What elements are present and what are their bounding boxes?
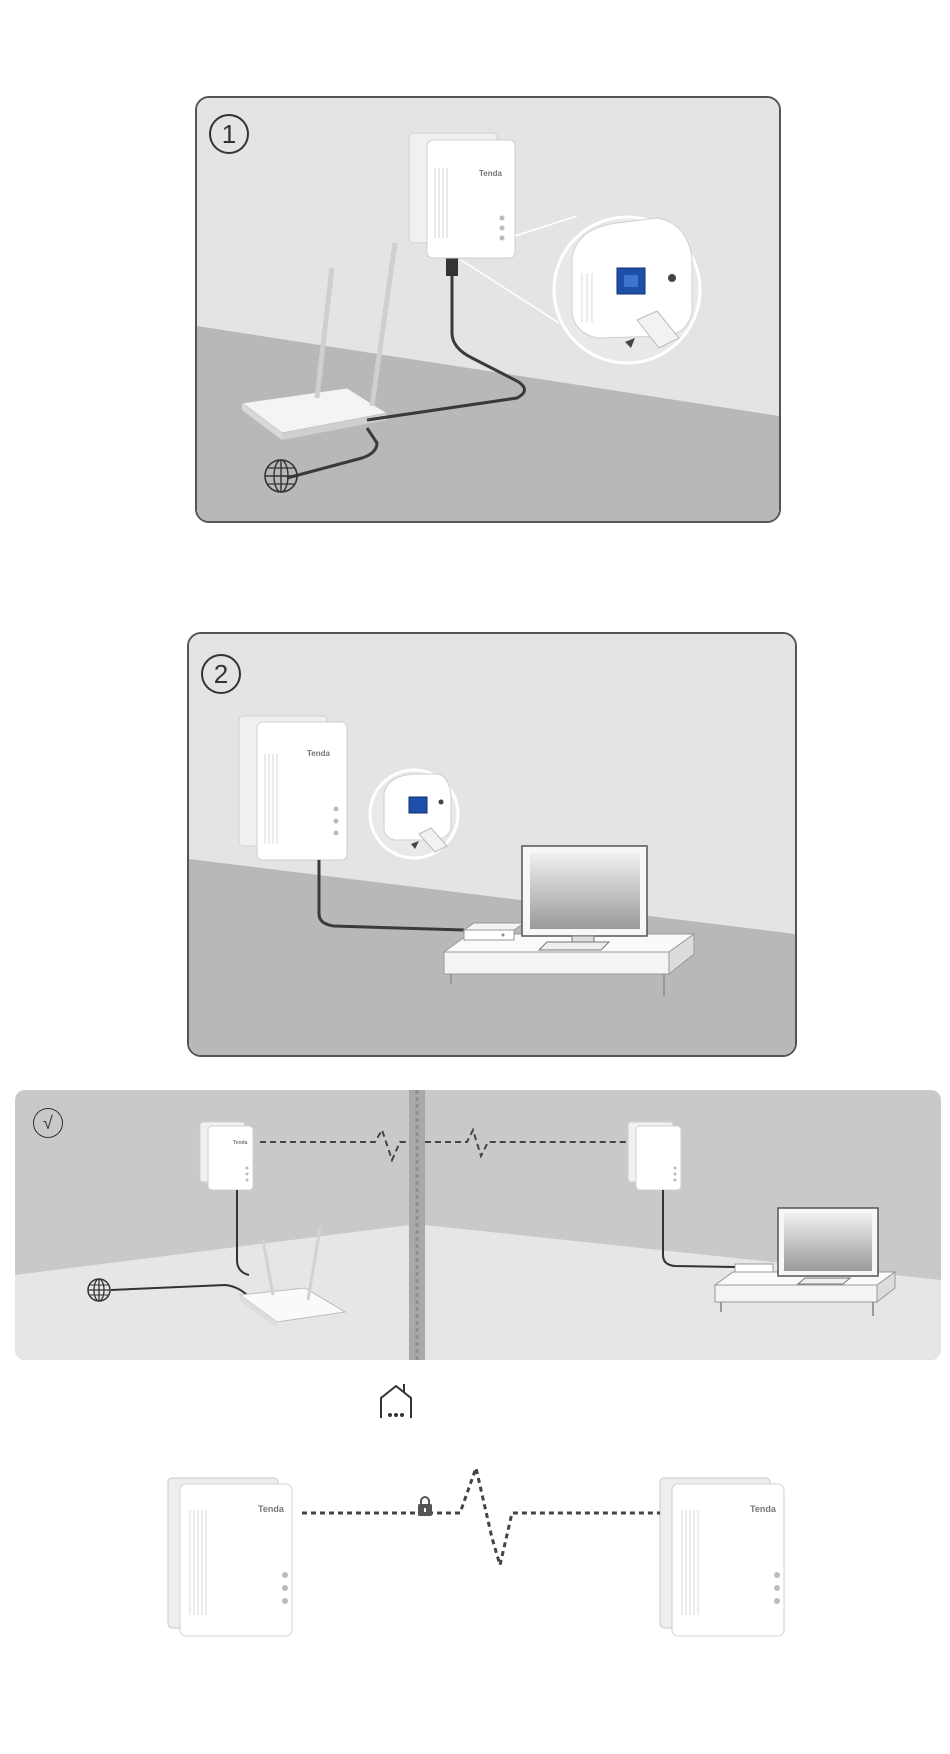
powerline-adapter-left: Tenda (168, 1478, 292, 1636)
adapter-brand-label: Tenda (258, 1504, 285, 1514)
lock-icon (418, 1497, 432, 1516)
powerline-adapter-right (628, 1122, 681, 1190)
house-icon (381, 1384, 411, 1418)
set-top-box (735, 1264, 773, 1272)
powerline-adapter: Tenda (239, 716, 347, 860)
result-check-badge: √ (33, 1108, 63, 1138)
ethernet-plug (446, 258, 458, 276)
adapter-brand-label: Tenda (750, 1504, 777, 1514)
pairing-panel: Tenda Tenda (0, 1370, 950, 1670)
tv (778, 1208, 878, 1284)
globe-icon (88, 1279, 110, 1301)
powerline-adapter-right: Tenda (660, 1478, 784, 1636)
pairing-illustration: Tenda Tenda (0, 1370, 950, 1670)
step-2-illustration: Tenda (189, 634, 795, 1055)
step-1-panel: Tenda 1 (195, 96, 781, 523)
step-number-badge: 2 (201, 654, 241, 694)
port-zoom-bubble (554, 217, 700, 363)
powerline-signal-icon (302, 1468, 660, 1565)
result-illustration: Tenda (15, 1090, 941, 1360)
powerline-adapter: Tenda (409, 133, 515, 258)
port-zoom-bubble (370, 770, 458, 858)
step-1-illustration: Tenda (197, 98, 779, 521)
tv (522, 846, 647, 950)
adapter-brand-label: Tenda (479, 169, 503, 178)
result-panel: Tenda (15, 1090, 941, 1360)
ethernet-port (409, 797, 427, 813)
step-number-badge: 1 (209, 114, 249, 154)
step-2-panel: Tenda (187, 632, 797, 1057)
adapter-brand-label: Tenda (233, 1140, 248, 1146)
globe-icon (265, 460, 297, 492)
adapter-brand-label: Tenda (307, 749, 331, 758)
powerline-adapter-left: Tenda (200, 1122, 253, 1190)
